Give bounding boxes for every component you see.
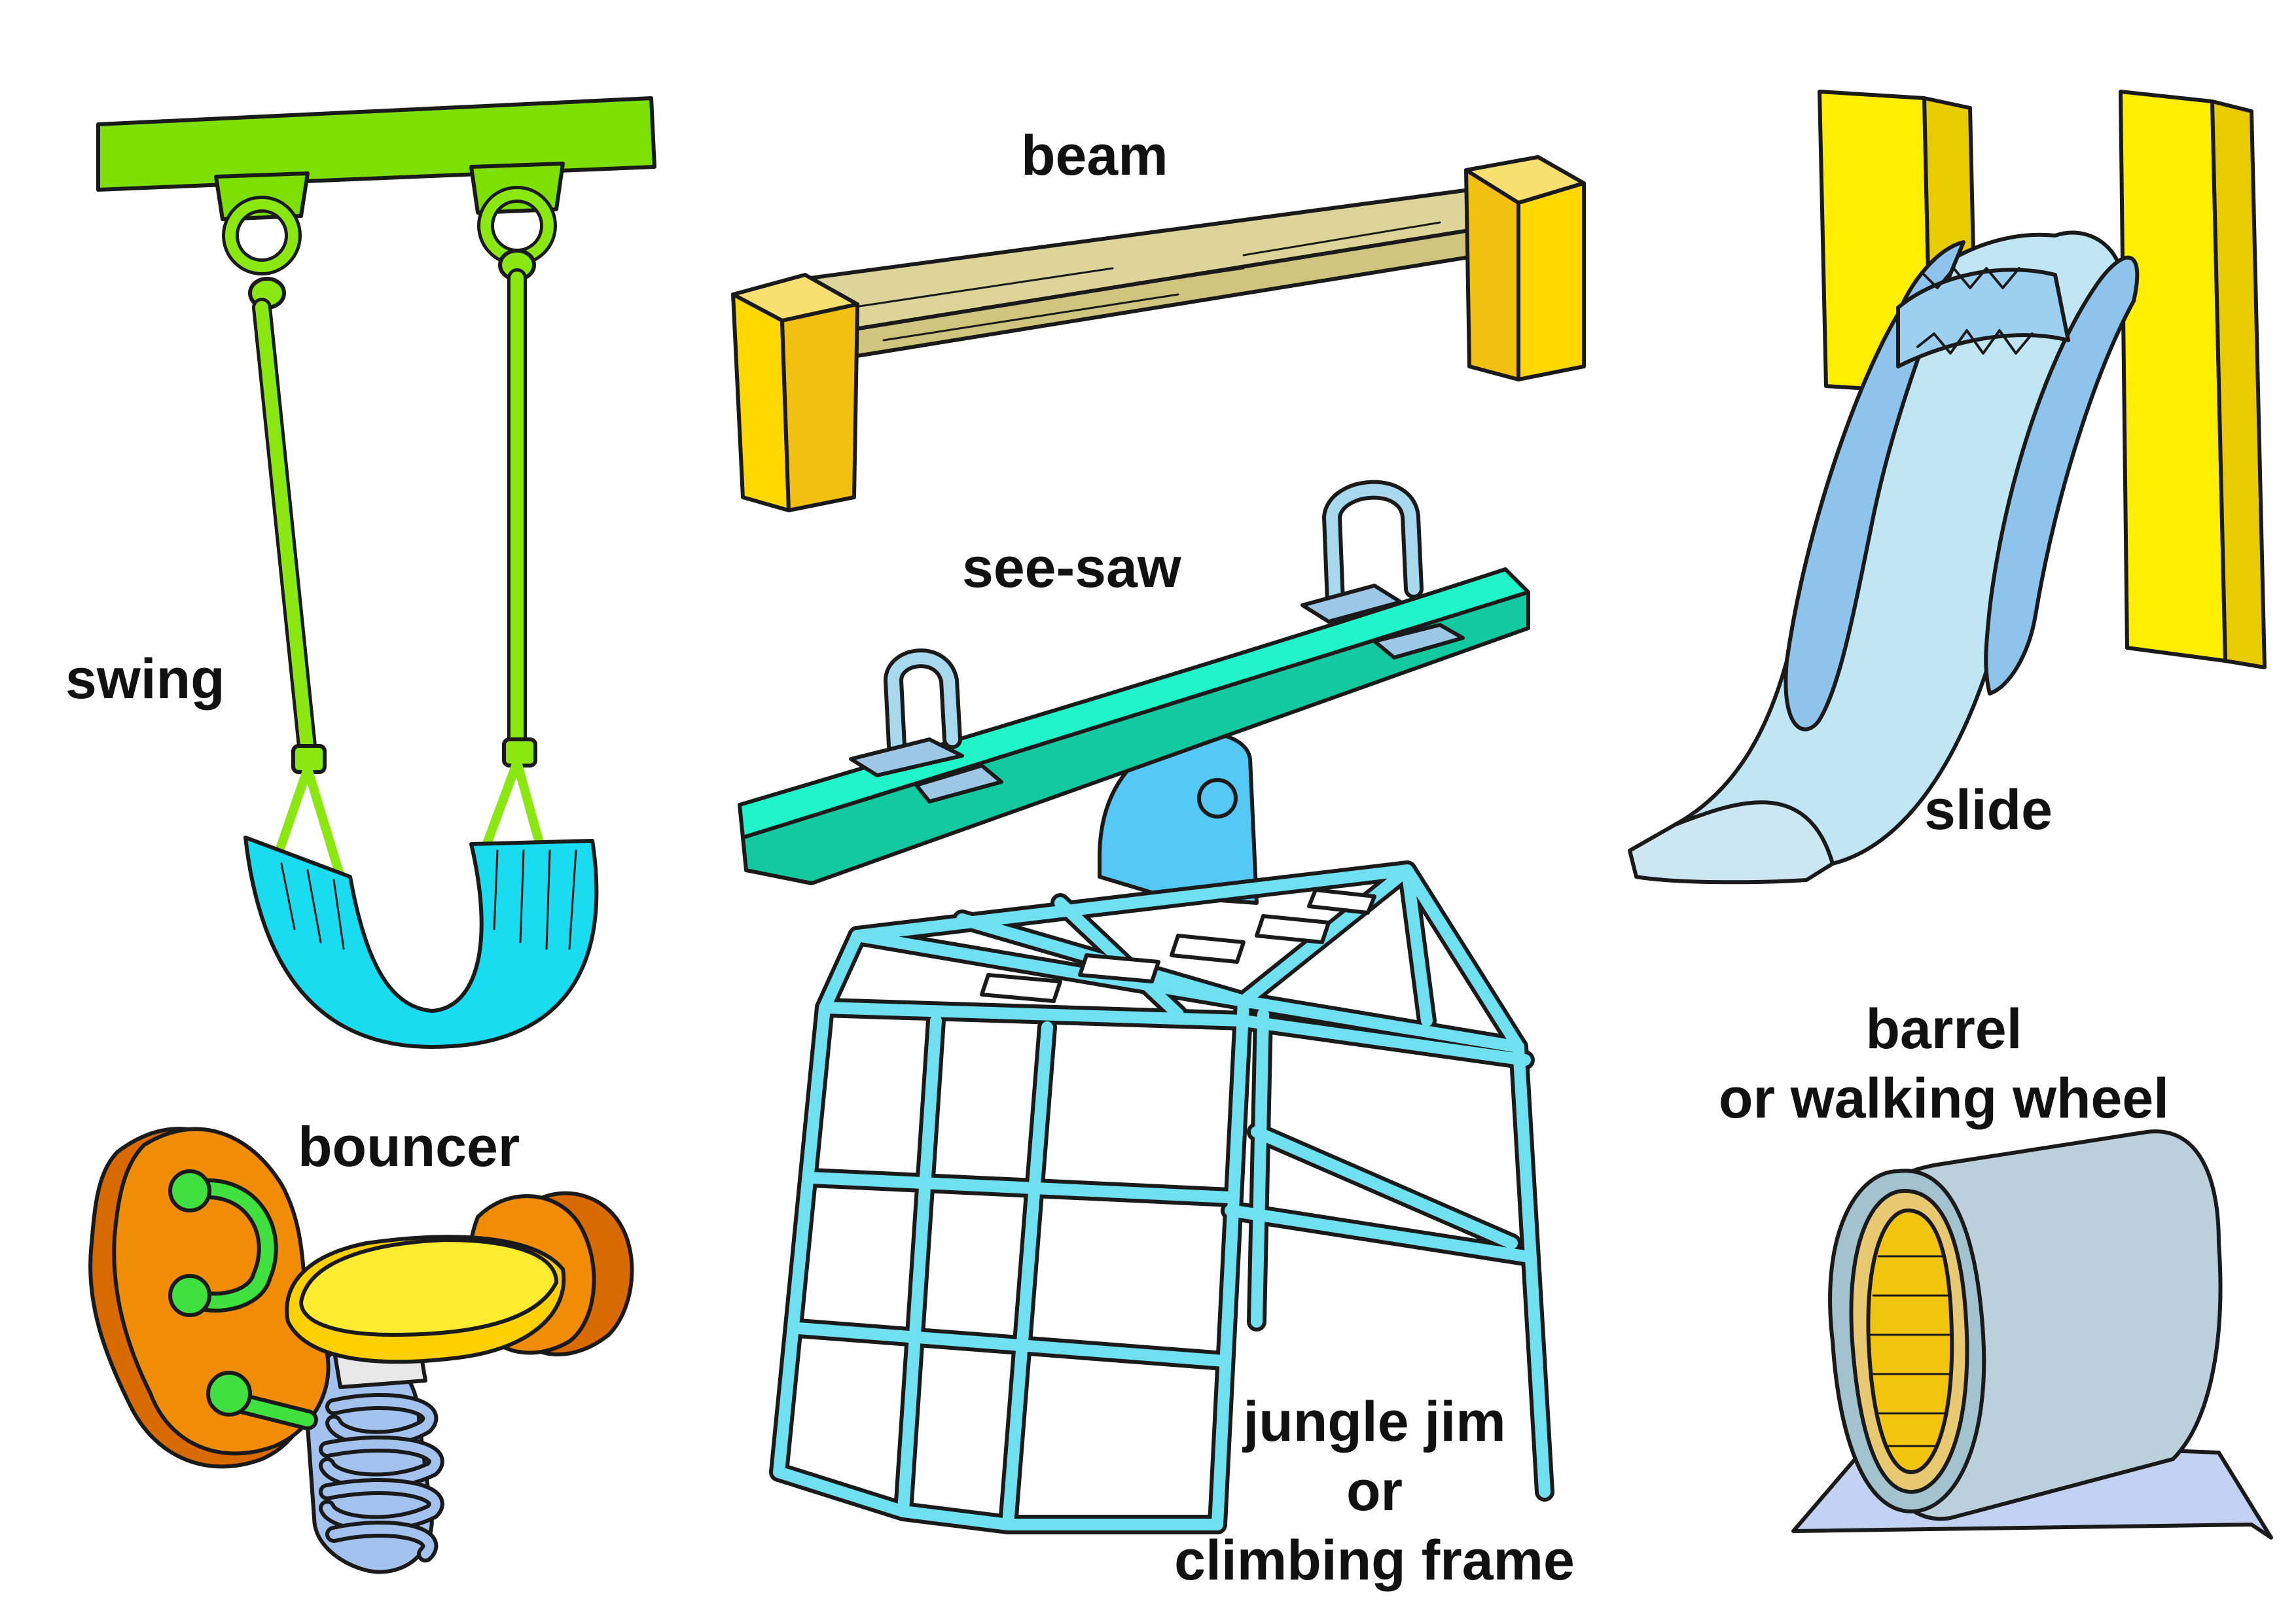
label-jungle-line1: jungle jim: [1243, 1390, 1506, 1453]
label-jungle-line3: climbing frame: [1174, 1529, 1575, 1592]
label-slide: slide: [1924, 779, 2053, 841]
barrel-inner: [1866, 1209, 1954, 1474]
label-barrel-line2: or walking wheel: [1718, 1067, 2170, 1130]
swing-illustration: [96, 96, 656, 1049]
jungle-jim-illustration: [769, 860, 1554, 1534]
label-barrel-line1: barrel: [1865, 998, 2022, 1061]
label-seesaw: see-saw: [962, 537, 1181, 599]
swing-seat: [243, 836, 599, 1049]
beam-illustration: [731, 155, 1586, 512]
seesaw-illustration: [738, 480, 1530, 905]
label-jungle-jim: jungle jim or climbing frame: [1113, 1387, 1636, 1595]
bouncer-illustration: [88, 1127, 634, 1574]
swing-top-bar: [96, 96, 656, 192]
label-jungle-line2: or: [1346, 1460, 1403, 1523]
barrel-illustration: [1791, 1129, 2273, 1540]
slide-illustration: [1628, 90, 2267, 885]
label-barrel: barrel or walking wheel: [1649, 995, 2238, 1133]
label-swing: swing: [65, 648, 225, 711]
label-bouncer: bouncer: [298, 1116, 520, 1178]
label-beam: beam: [1021, 124, 1168, 187]
